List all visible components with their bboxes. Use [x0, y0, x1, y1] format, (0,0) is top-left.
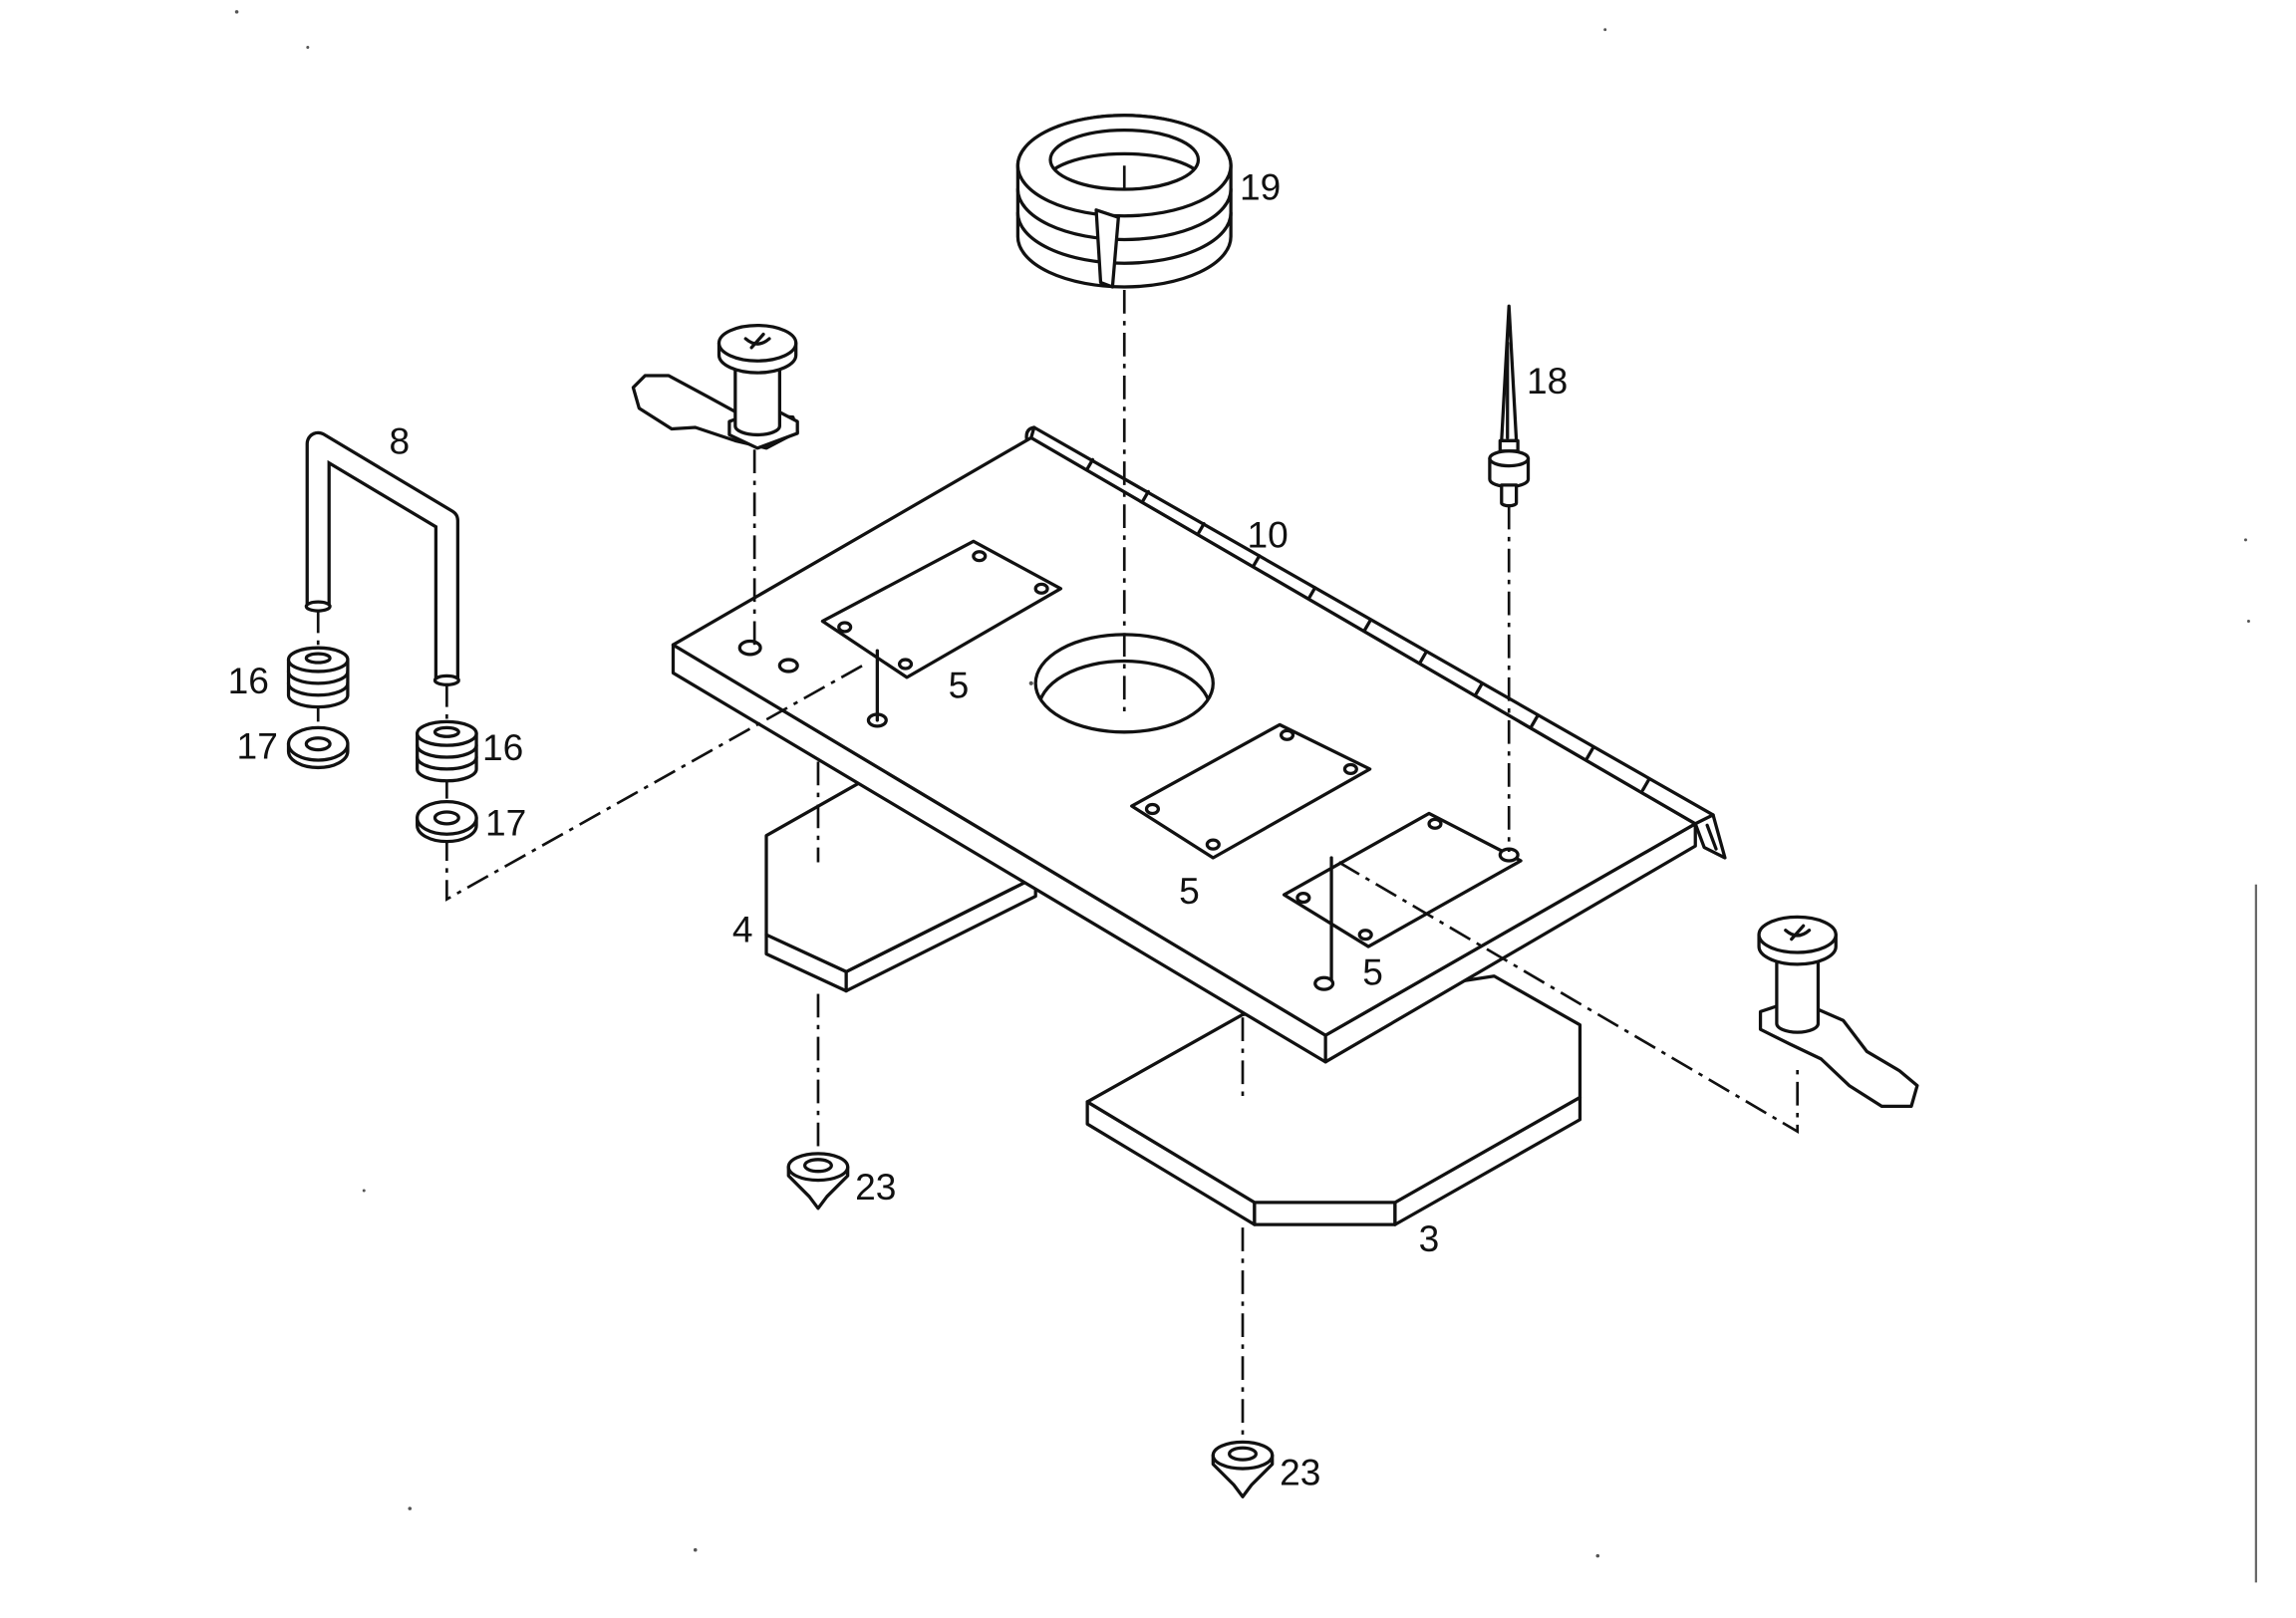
split-ring-groove: [1015, 187, 1233, 242]
flat-washer-left: [286, 725, 350, 770]
pin-shank: [1500, 483, 1519, 508]
u-bar-left-end: [304, 600, 332, 613]
spring-washer-right-coil: [416, 755, 478, 771]
foot-left-recess: [802, 1158, 833, 1174]
scan-speck: [1595, 1553, 1600, 1558]
hinge-knuckle: [1307, 586, 1317, 600]
hinge-knuckle: [1362, 618, 1373, 633]
callout-ring: 19: [1240, 165, 1281, 207]
washer-chain-leader: [445, 664, 864, 902]
callout-cover-plate-right: 5: [1362, 951, 1383, 993]
spring-washer-right-coil: [416, 743, 478, 759]
screw-hole: [1033, 582, 1049, 595]
center-hole-inner-wall: [1036, 659, 1212, 712]
callout-foot-right: 23: [1280, 1451, 1320, 1492]
flat-washer-right: [416, 799, 478, 844]
locating-pin: [1488, 304, 1531, 508]
scan-artifacts: [234, 10, 2257, 1583]
cover-plate-right-body: [1282, 811, 1523, 948]
block-4-top-face: [764, 777, 1037, 973]
spring-washer-left: [286, 646, 350, 709]
screw-hole: [1205, 838, 1221, 851]
hinge-knuckle: [1584, 746, 1595, 760]
block-3-side-front: [1253, 1201, 1397, 1226]
spring-washer-right-bore: [432, 725, 460, 738]
cam-latch-left-shaft: [733, 353, 782, 437]
screw-hole: [897, 658, 914, 671]
callout-base-plate: 10: [1247, 513, 1288, 555]
scan-speck: [2246, 619, 2250, 623]
callout-block-right: 3: [1419, 1217, 1440, 1259]
hinge-knuckle: [1640, 778, 1650, 792]
spring-washer-left-coil: [286, 681, 350, 697]
screw-hole: [1342, 762, 1358, 776]
callout-foot-left: 23: [855, 1166, 896, 1208]
hinge-knuckle: [1140, 489, 1150, 504]
screw-hole: [837, 621, 853, 634]
plate-hole: [1313, 975, 1335, 991]
callout-flat-washer-right: 17: [485, 802, 526, 844]
hinge-knuckle: [1418, 650, 1428, 665]
cam-latch-right-shaft: [1775, 950, 1821, 1034]
scan-speck: [1603, 28, 1607, 32]
callout-block-left: 4: [732, 909, 753, 950]
block-4: [764, 777, 1037, 993]
callout-labels: 19 18 8 10 16 17 16 17 5 5 5 4 3 23 23: [228, 165, 1569, 1492]
foot-right: [1211, 1440, 1275, 1498]
cover-plate-middle-body: [1130, 722, 1372, 860]
screw-hole: [972, 550, 988, 563]
cam-latch-left-slot-icon: [743, 332, 771, 350]
scan-speck: [408, 1506, 413, 1510]
latch-hole: [737, 639, 762, 657]
scan-speck: [693, 1547, 698, 1552]
plate-dot: [1028, 680, 1033, 685]
cam-latch-left: [631, 323, 799, 450]
callout-flat-washer-left: 17: [237, 725, 278, 767]
split-ring-groove: [1015, 211, 1233, 265]
plate-hole: [777, 658, 799, 674]
latch-right-leader: [1337, 861, 1800, 1134]
cam-latch-right: [1757, 915, 1919, 1109]
callout-u-bar: 8: [389, 420, 410, 462]
screw-hole: [1357, 929, 1373, 942]
callout-spring-washer-right: 16: [482, 726, 523, 768]
spring-washer-left-bore: [304, 652, 332, 665]
hinge-knuckle: [1084, 457, 1095, 472]
screw-hole: [1427, 817, 1443, 830]
callout-spring-washer-left: 16: [228, 660, 269, 701]
hinge-knuckle: [1252, 554, 1262, 568]
cover-plate-middle: [1130, 722, 1372, 860]
screw-hole: [1279, 728, 1295, 741]
spring-washer-left-coil: [286, 670, 350, 685]
hinge-end-cap: [1024, 425, 1036, 441]
split-ring-gap: [1094, 208, 1120, 289]
hinge-knuckle: [1530, 713, 1540, 728]
u-bar-right-end: [432, 674, 460, 686]
hinge-knuckle: [1474, 681, 1484, 696]
hinge: [1024, 425, 1727, 860]
foot-left: [786, 1152, 850, 1211]
cam-latch-right-slot-icon: [1784, 924, 1812, 942]
u-bar-fill: [308, 433, 456, 679]
flat-washer-right-bore: [432, 810, 460, 826]
spring-washer-right: [416, 719, 478, 783]
callout-cover-plate-middle: 5: [1179, 870, 1200, 912]
u-bar: [304, 430, 460, 686]
callout-cover-plate-left: 5: [949, 665, 970, 706]
hinge-knuckle: [1196, 522, 1206, 536]
hinge-pin-detail: [1705, 823, 1718, 851]
scan-speck: [306, 46, 310, 49]
scan-speck: [362, 1189, 366, 1193]
foot-right-recess: [1228, 1446, 1258, 1462]
screw-hole: [1144, 802, 1161, 816]
cover-plate-right: [1282, 811, 1523, 948]
split-ring: [1015, 114, 1233, 289]
scan-speck: [234, 10, 239, 14]
callout-pin: 18: [1527, 360, 1568, 402]
scan-speck: [2243, 538, 2247, 542]
screw-hole: [1295, 891, 1311, 905]
flat-washer-left-bore: [304, 736, 332, 752]
pin-collar-top: [1488, 449, 1531, 468]
